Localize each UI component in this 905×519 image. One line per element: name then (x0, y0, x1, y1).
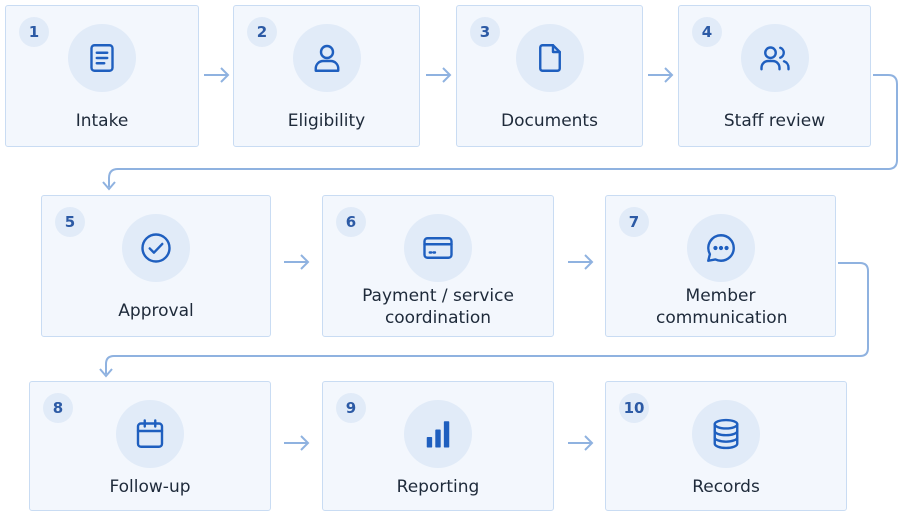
step-card-approval: 5 Approval (41, 195, 271, 337)
arrow-8-9 (284, 435, 310, 451)
step-label: Documents (501, 111, 598, 131)
arrow-2-3 (426, 67, 452, 83)
step-label: Eligibility (287, 111, 366, 131)
step-number: 6 (336, 207, 366, 237)
bar-chart-icon (404, 400, 472, 468)
arrow-9-10 (568, 435, 594, 451)
step-card-records: 10 Records (605, 381, 847, 511)
step-card-intake: 1 Intake (5, 5, 199, 147)
arrow-6-7 (568, 254, 594, 270)
step-label: Intake (75, 111, 129, 131)
row1-to-row2-connector (108, 74, 898, 187)
step-label: Staff review (723, 111, 826, 131)
check-circle-icon (122, 214, 190, 282)
step-number: 10 (619, 393, 649, 423)
step-card-staff-review: 4 Staff review (678, 5, 871, 147)
document-icon (68, 24, 136, 92)
step-number: 2 (247, 17, 277, 47)
step-number: 8 (43, 393, 73, 423)
row1-to-row2-arrowhead (102, 181, 116, 191)
file-icon (515, 24, 584, 92)
credit-card-icon (404, 214, 472, 282)
step-number: 9 (336, 393, 366, 423)
step-number: 5 (55, 207, 85, 237)
calendar-icon (116, 400, 184, 468)
arrow-1-2 (204, 67, 230, 83)
arrow-3-4 (648, 67, 674, 83)
step-card-payment-service-coordination: 6 Payment / service coordination (322, 195, 554, 337)
person-icon (292, 24, 361, 92)
step-label: Records (692, 477, 760, 497)
step-number: 7 (619, 207, 649, 237)
arrow-5-6 (284, 254, 310, 270)
step-label: Reporting (396, 477, 480, 497)
database-icon (692, 400, 760, 468)
people-icon (740, 24, 809, 92)
step-card-reporting: 9 Reporting (322, 381, 554, 511)
step-number: 4 (692, 17, 722, 47)
step-label: Member communication (656, 286, 788, 328)
step-number: 1 (19, 17, 49, 47)
row2-to-row3-arrowhead (99, 368, 113, 378)
chat-bubble-icon (686, 214, 755, 282)
step-label: Approval (118, 301, 194, 321)
step-card-member-communication: 7 Member communication (605, 195, 836, 337)
step-card-follow-up: 8 Follow-up (29, 381, 271, 511)
step-card-documents: 3 Documents (456, 5, 643, 147)
step-number: 3 (470, 17, 500, 47)
step-label: Follow-up (109, 477, 191, 497)
step-label: Payment / service coordination (362, 286, 514, 328)
step-card-eligibility: 2 Eligibility (233, 5, 420, 147)
row2-to-row3-connector (105, 262, 869, 374)
